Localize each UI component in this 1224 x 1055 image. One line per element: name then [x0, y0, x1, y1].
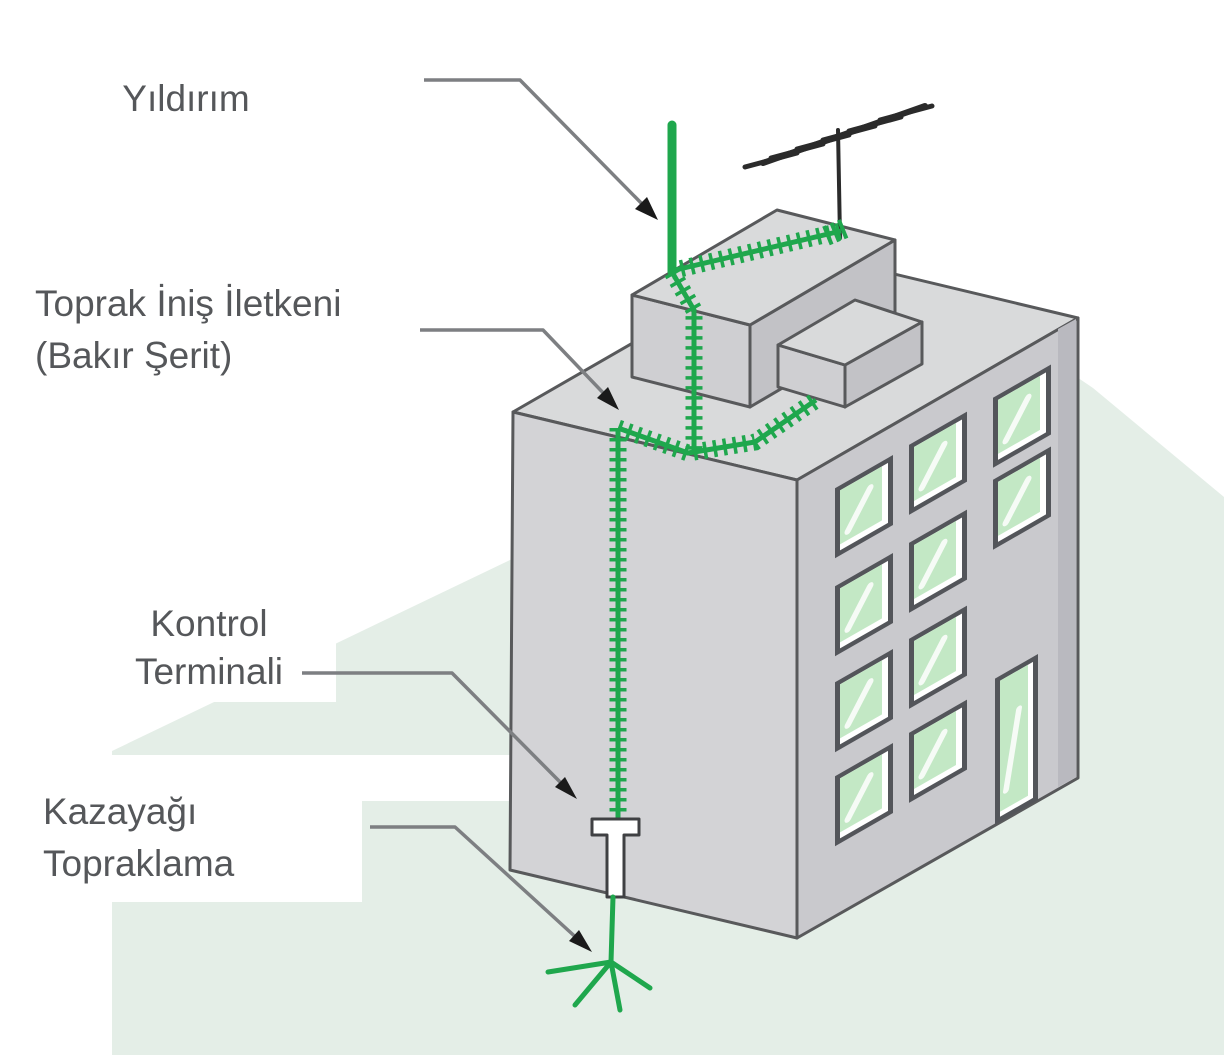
- crowfoot-earth-electrode: [545, 894, 653, 1013]
- leader-down-conductor: [420, 328, 612, 402]
- arrowhead-down-conductor: [597, 387, 619, 410]
- leader-lines: [302, 78, 650, 944]
- label-control-terminal-line2: Terminali: [135, 651, 283, 692]
- label-lightning: Yıldırım: [122, 78, 249, 119]
- arrowhead-lightning: [635, 197, 658, 220]
- tv-antenna-icon: [742, 103, 935, 240]
- control-terminal: [590, 817, 641, 899]
- roof-small-box: [776, 298, 924, 409]
- label-down-conductor-line1: Toprak İniş İletkeni: [35, 283, 341, 324]
- roof-conductor-copper-strip: [615, 217, 852, 462]
- building-door: [995, 653, 1038, 825]
- label-crowfoot-line1: Kazayağı: [43, 791, 197, 832]
- building-right-edge-shade: [1058, 319, 1076, 787]
- leader-crowfoot: [370, 825, 583, 944]
- arrowhead-crowfoot: [569, 930, 592, 952]
- label-down-conductor-line2: (Bakır Şerit): [35, 335, 232, 376]
- label-box-control-terminal: [28, 570, 336, 702]
- building-left-face: [508, 410, 799, 940]
- building-windows: [835, 364, 1051, 917]
- label-box-crowfoot: [0, 755, 362, 902]
- arrowhead-control-terminal: [555, 777, 577, 799]
- leader-arrowheads: [555, 197, 658, 952]
- leader-control-terminal: [302, 671, 569, 791]
- leader-lightning: [424, 78, 650, 212]
- label-control-terminal-line1: Kontrol: [150, 603, 267, 644]
- label-crowfoot-line2: Topraklama: [43, 843, 235, 884]
